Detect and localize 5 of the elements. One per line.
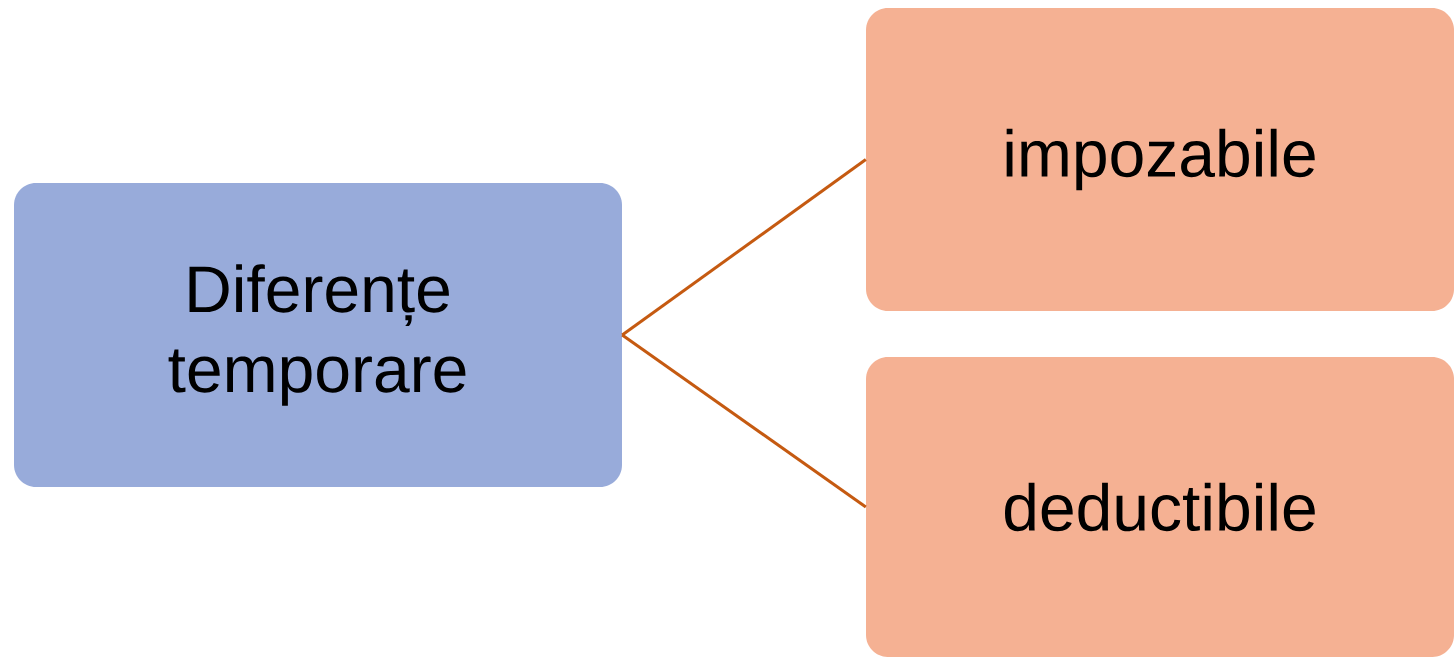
connector-line: [621, 333, 867, 509]
process-box: impozabile: [866, 8, 1454, 311]
connector-line: [621, 158, 867, 337]
process-box: deductibile: [866, 357, 1454, 657]
process-box: Diferențe temporare: [14, 183, 622, 487]
